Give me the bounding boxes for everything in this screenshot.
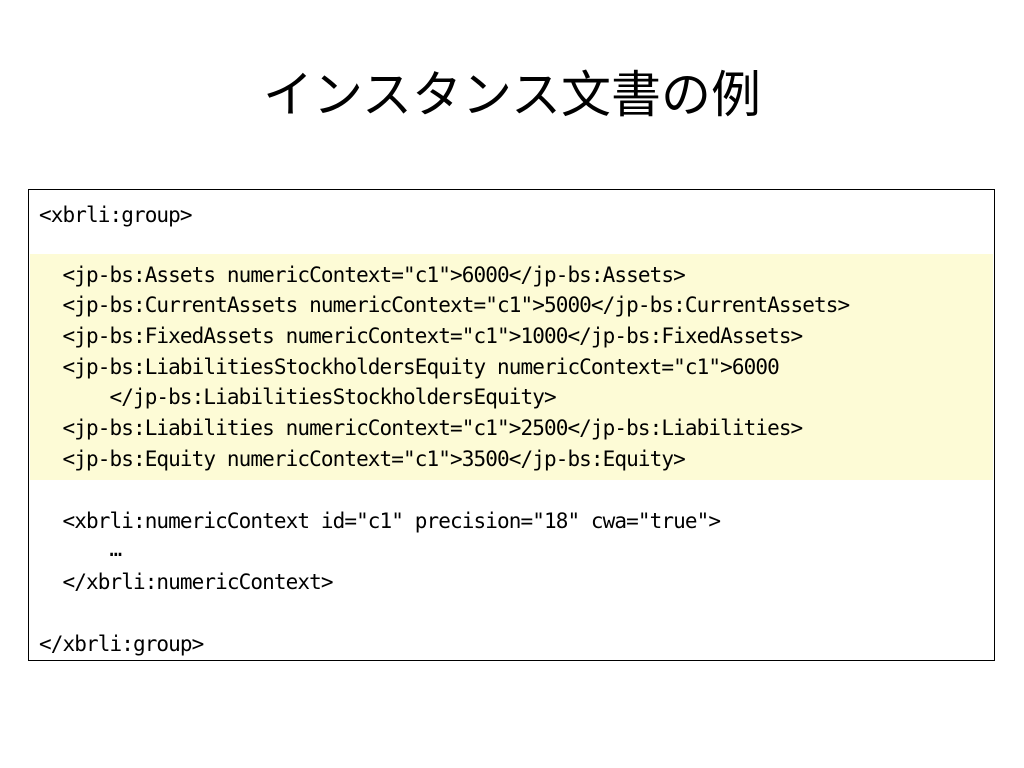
slide-title: インスタンス文書の例 bbox=[263, 66, 761, 124]
code-line-numeric-context-open: <xbrli:numericContext id="c1" precision=… bbox=[39, 509, 721, 533]
code-line-numeric-context-close: </xbrli:numericContext> bbox=[39, 570, 333, 594]
code-line-equity: <jp-bs:Equity numericContext="c1">3500</… bbox=[39, 447, 685, 471]
code-line-current-assets: <jp-bs:CurrentAssets numericContext="c1"… bbox=[39, 293, 850, 317]
code-line-fixed-assets: <jp-bs:FixedAssets numericContext="c1">1… bbox=[39, 324, 803, 348]
code-line-ellipsis: … bbox=[39, 537, 122, 561]
highlighted-elements-region bbox=[30, 254, 993, 480]
code-line-group-open: <xbrli:group> bbox=[39, 203, 193, 227]
code-box: <xbrli:group> <jp-bs:Assets numericConte… bbox=[28, 189, 995, 661]
code-line-liabilities-equity-close: </jp-bs:LiabilitiesStockholdersEquity> bbox=[39, 385, 556, 409]
code-line-liabilities-equity-open: <jp-bs:LiabilitiesStockholdersEquity num… bbox=[39, 355, 779, 379]
code-line-group-close: </xbrli:group> bbox=[39, 632, 204, 656]
code-line-assets: <jp-bs:Assets numericContext="c1">6000</… bbox=[39, 263, 685, 287]
code-line-liabilities: <jp-bs:Liabilities numericContext="c1">2… bbox=[39, 416, 803, 440]
